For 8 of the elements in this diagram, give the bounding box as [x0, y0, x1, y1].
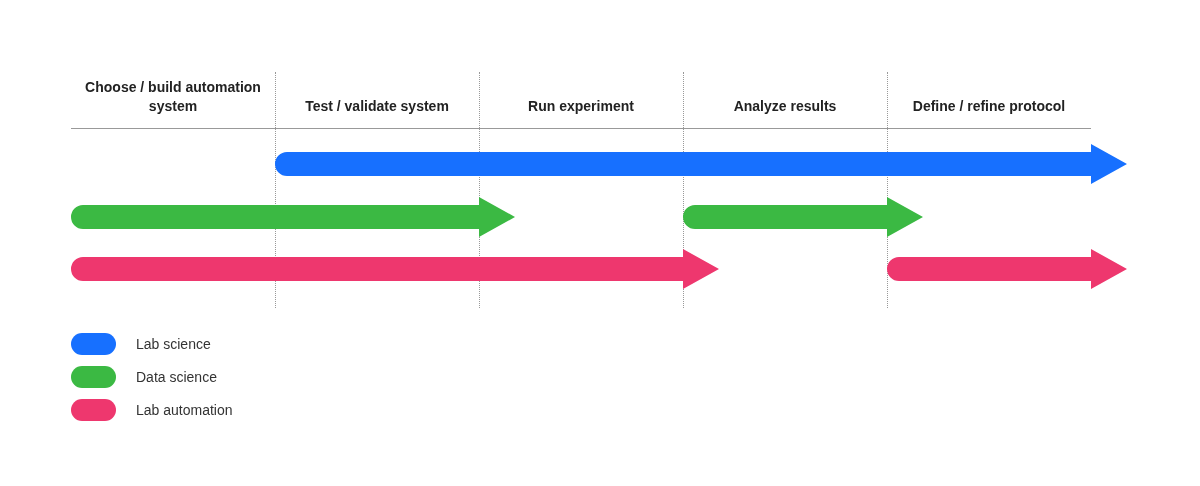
legend-text: Data science [136, 367, 217, 387]
phase-heading: Run experiment [527, 97, 635, 116]
phase-heading: Test / validate system [304, 97, 450, 116]
phase-heading: Analyze results [732, 97, 838, 116]
phase-heading: Define / refine protocol [911, 97, 1067, 116]
legend-text: Lab science [136, 334, 211, 354]
phase-heading: Choose / build automation system [84, 78, 262, 116]
legend-text: Lab automation [136, 400, 233, 420]
